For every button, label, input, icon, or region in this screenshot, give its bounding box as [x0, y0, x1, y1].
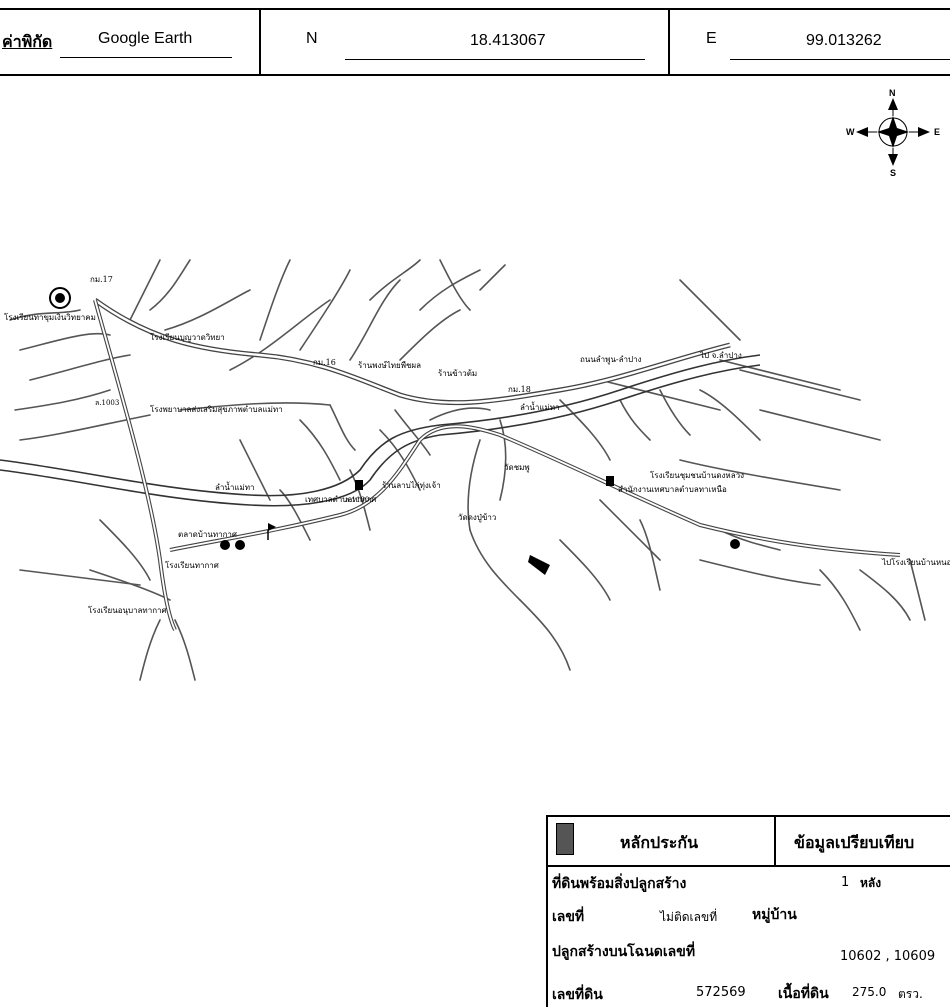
direction-label: ไป จ.ลำปาง	[699, 351, 742, 360]
road-number-label: ล.1100	[345, 496, 369, 504]
office-label: สำนักงานเทศบาลตำบลทาเหนือ	[618, 485, 727, 494]
collateral-title: หลักประกัน	[620, 833, 699, 852]
compass-rose-icon: N S E W	[846, 86, 946, 180]
compass-south: S	[890, 168, 896, 178]
minor-roads	[9, 259, 926, 681]
school-label: โรงเรียนทากาศ	[165, 560, 219, 570]
north-label: N	[306, 30, 318, 47]
target-location-icon	[528, 555, 550, 575]
place-marker-icon	[220, 540, 230, 550]
divider	[668, 10, 670, 74]
km18-label: กม.18	[508, 385, 531, 394]
place-marker-icon	[235, 540, 245, 550]
river-label: ลำน้ำแม่ทา	[520, 401, 560, 412]
table-row: ปลูกสร้างบนโฉนดเลขที่ 10602 , 10609	[548, 939, 950, 981]
east-label: E	[706, 30, 717, 47]
source-underline	[60, 57, 232, 58]
place-marker-icon	[730, 539, 740, 549]
deed-number-value: 10602 , 10609	[840, 949, 936, 964]
main-roads	[93, 297, 901, 631]
building-count: 1	[841, 875, 850, 890]
office-label: เทศบาลตำบลทากาศ	[305, 495, 376, 504]
land-area-unit: ตรว.	[898, 987, 923, 1001]
shop-label: ร้านลาบไก่ทุ่งเจ้า	[382, 481, 441, 490]
health-center-label: โรงพยาบาลส่งเสริมสุขภาพตำบลแม่ทา	[150, 404, 283, 414]
school-label: โรงเรียนบุญวาดวิทยา	[150, 332, 225, 342]
house-number-label: เลขที่	[552, 909, 585, 925]
school-label: โรงเรียนทาขุมเงินวิทยาคม	[4, 312, 96, 322]
office-marker-icon	[355, 480, 363, 490]
river-label: ลำน้ำแม่ทา	[215, 481, 255, 492]
table-row: เลขที่ ไม่ติดเลขที่ หมู่บ้าน	[548, 901, 950, 939]
land-area-label: เนื้อที่ดิน	[778, 986, 829, 1002]
building-unit: หลัง	[860, 876, 882, 890]
km17-label: กม.17	[90, 275, 113, 284]
table-row: เลขที่ดิน 572569 เนื้อที่ดิน 275.0 ตรว.	[548, 981, 950, 1007]
table-row: ที่ดินพร้อมสิ่งปลูกสร้าง 1 หลัง	[548, 867, 950, 899]
shop-label: ร้านข้าวต้ม	[438, 369, 477, 378]
flag-icon	[268, 523, 276, 531]
east-underline	[730, 59, 950, 60]
grey-swatch	[556, 823, 574, 855]
deed-number-label: ปลูกสร้างบนโฉนดเลขที่	[552, 944, 696, 960]
land-building-label: ที่ดินพร้อมสิ่งปลูกสร้าง	[552, 876, 687, 892]
school-label: โรงเรียนชุมชนบ้านดงหลวง	[650, 470, 744, 480]
shop-label: ร้านพงษ์ไทยพืชผล	[358, 360, 421, 370]
map-canvas: กม.17 โรงเรียนทาขุมเงินวิทยาคม โรงเรียนบ…	[0, 259, 950, 681]
land-number-label: เลขที่ดิน	[552, 987, 603, 1003]
table-header-row: หลักประกัน ข้อมูลเปรียบเทียบ	[548, 817, 950, 867]
compass-west: W	[846, 127, 855, 137]
km16-label: กม.16	[313, 358, 336, 367]
village-label: หมู่บ้าน	[752, 907, 797, 923]
house-number-value: ไม่ติดเลขที่	[660, 910, 718, 924]
divider	[259, 10, 261, 74]
direction-label: ไปโรงเรียนบ้านหนองนาไฮ	[881, 557, 950, 567]
market-label: ตลาดบ้านทากาศ	[178, 530, 237, 539]
map-markers	[49, 287, 740, 575]
road-number-label: ล.1003	[95, 399, 119, 407]
road-label: ถนนลำพูน-ลำปาง	[580, 355, 642, 365]
location-map: กม.17 โรงเรียนทาขุมเงินวิทยาคม โรงเรียนบ…	[0, 240, 950, 690]
column-divider	[774, 817, 776, 865]
east-coordinate: 99.013262	[806, 32, 882, 49]
land-area-value: 275.0	[852, 985, 887, 999]
north-underline	[345, 59, 645, 60]
compass-east: E	[934, 127, 940, 137]
temple-label: วัดดงปู่ข้าว	[458, 513, 496, 523]
office-marker-icon	[606, 476, 614, 486]
coordinate-header: ค่าพิกัด Google Earth N 18.413067 E 99.0…	[0, 8, 950, 76]
collateral-table: หลักประกัน ข้อมูลเปรียบเทียบ ที่ดินพร้อม…	[546, 815, 950, 1007]
compare-title: ข้อมูลเปรียบเทียบ	[794, 833, 915, 852]
compass-north: N	[889, 88, 896, 98]
land-number-value: 572569	[696, 985, 746, 1000]
coordinate-source: Google Earth	[98, 30, 193, 47]
north-coordinate: 18.413067	[470, 32, 546, 49]
river-lines	[0, 354, 761, 507]
coordinate-label: ค่าพิกัด	[2, 34, 53, 51]
temple-label: วัดชมพู	[504, 463, 530, 473]
school-label: โรงเรียนอนุบาลทากาศ	[88, 605, 167, 615]
